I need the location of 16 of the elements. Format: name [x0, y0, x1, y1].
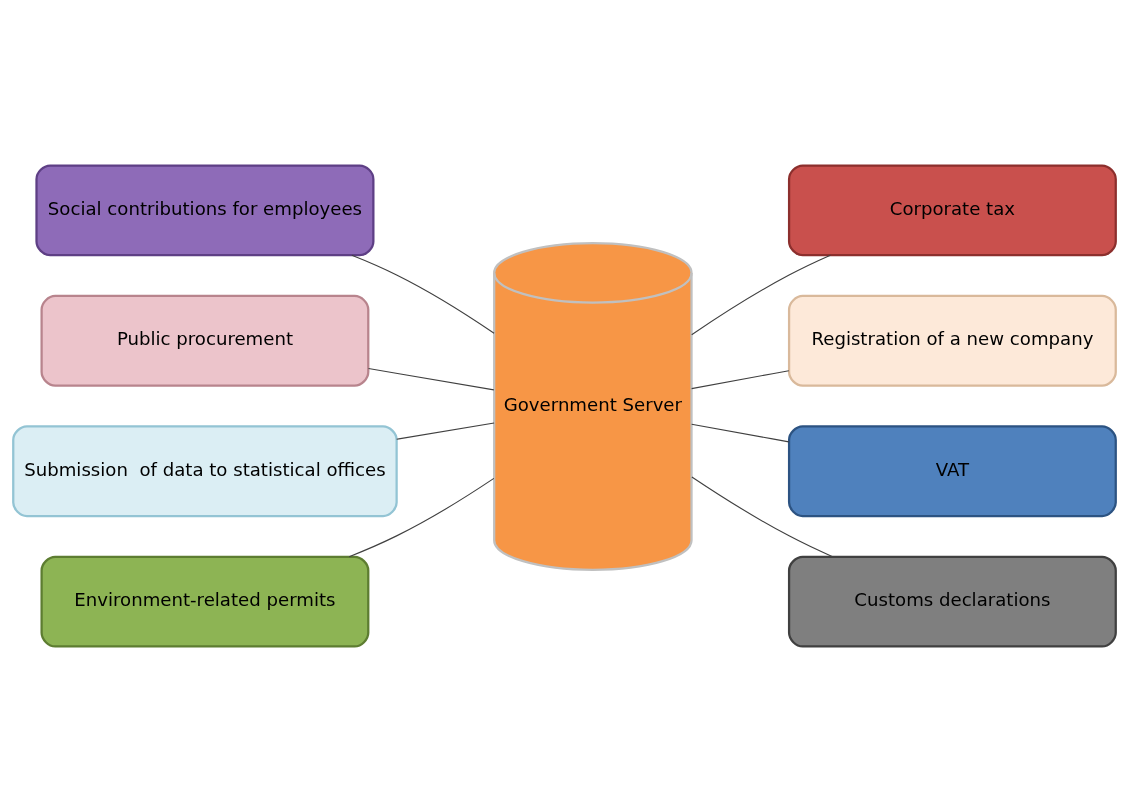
node-box: VAT	[787, 424, 1117, 517]
connector	[691, 423, 790, 442]
node-box: Customs declarations	[787, 555, 1117, 648]
node-box: Registration of a new company	[787, 294, 1117, 387]
connector	[691, 369, 790, 389]
node-box: Environment-related permits	[40, 555, 370, 648]
connector	[367, 367, 495, 390]
node-box: Social contributions for employees	[35, 163, 375, 256]
node-box: Corporate tax	[787, 163, 1117, 256]
connector	[396, 421, 495, 440]
connector	[351, 254, 495, 334]
node-box: Public procurement	[40, 294, 370, 387]
connector	[348, 477, 495, 557]
connector	[691, 475, 834, 557]
node-box: Submission of data to statistical offices	[12, 424, 398, 517]
connector	[691, 254, 831, 335]
